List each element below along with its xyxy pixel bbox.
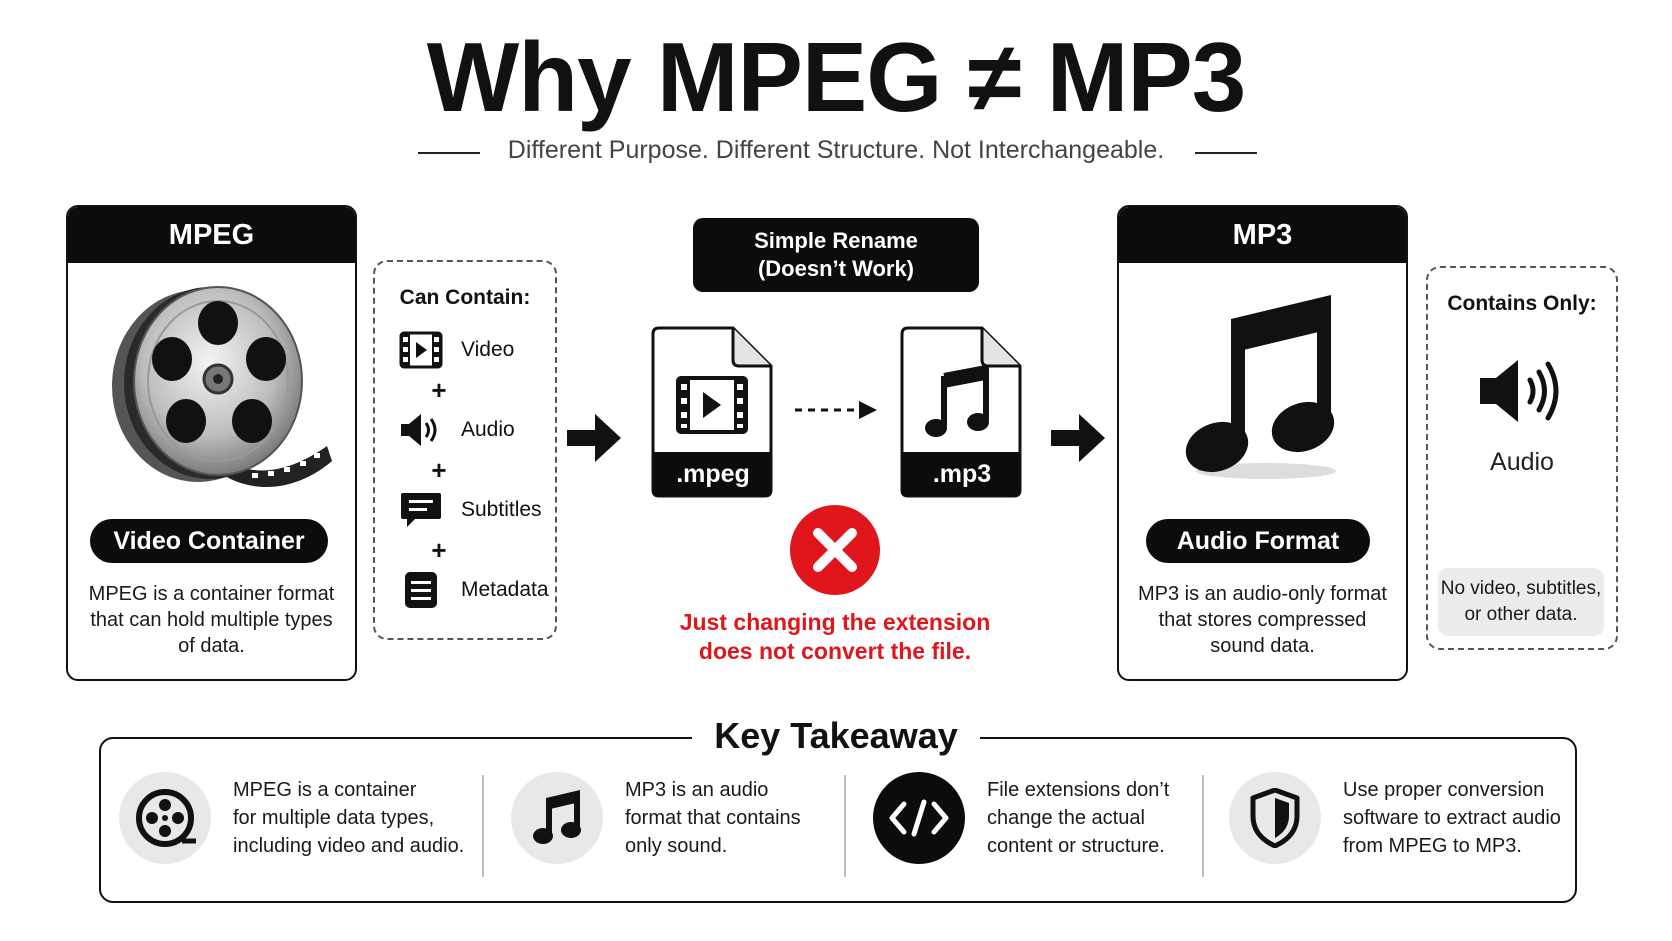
takeaway-divider (844, 775, 846, 877)
takeaway-line: File extensions don’t (987, 779, 1170, 801)
can-contain-box: Can Contain: Video + Audio + (373, 260, 557, 640)
takeaway-line: change the actual (987, 807, 1145, 829)
list-item-label: Video (461, 338, 515, 361)
takeaway-line: including video and audio. (233, 835, 465, 857)
takeaway-icon-wrap (873, 772, 965, 864)
error-x-icon (790, 505, 880, 595)
simple-rename-banner: Simple Rename (Doesn’t Work) (693, 218, 979, 292)
contains-only-heading: Contains Only: (1447, 292, 1597, 315)
mpeg-desc-line: of data. (178, 635, 245, 657)
contains-only-item: Audio (1490, 448, 1554, 476)
takeaway-line: from MPEG to MP3. (1343, 835, 1522, 857)
mpeg-desc-line: that can hold multiple types (90, 609, 333, 631)
note-line: or other data. (1464, 604, 1578, 625)
page-title: Why MPEG ≠ MP3 (426, 22, 1246, 132)
film-reel-icon (136, 789, 196, 847)
takeaway-line: for multiple data types, (233, 807, 435, 829)
list-item-video: Video (399, 330, 549, 370)
music-note-icon (1185, 295, 1336, 479)
speaker-icon (1480, 360, 1559, 422)
no-other-data-note: No video, subtitles, or other data. (1438, 568, 1604, 636)
takeaway-item-1: MPEG is a container for multiple data ty… (119, 763, 464, 873)
banner-line: (Doesn’t Work) (757, 256, 915, 281)
mpeg-file-icon (651, 326, 773, 498)
video-container-pill: Video Container (90, 519, 328, 563)
plus-separator: + (431, 455, 447, 485)
takeaway-line: software to extract audio (1343, 807, 1561, 829)
list-item-subtitles: Subtitles (399, 490, 549, 530)
audio-format-pill: Audio Format (1146, 519, 1370, 563)
takeaway-divider (482, 775, 484, 877)
arrow-right-icon (1051, 414, 1105, 462)
subtitle-rule-right (1195, 152, 1257, 154)
dashed-arrow-icon (795, 401, 877, 419)
mpeg-extension-label: .mpeg (676, 460, 750, 488)
list-item-label: Audio (461, 418, 515, 441)
mp3-desc-line: that stores compressed (1158, 609, 1367, 631)
warning-text: Just changing the extension does not con… (620, 608, 1050, 666)
code-icon (889, 799, 949, 837)
plus-separator: + (431, 375, 447, 405)
warning-line: Just changing the extension (679, 609, 991, 635)
warning-line: does not convert the file. (698, 638, 972, 664)
document-lines-icon (405, 572, 437, 608)
speech-bubble-icon (401, 493, 441, 527)
mpeg-panel-header: MPEG (68, 207, 355, 263)
mpeg-desc-line: MPEG is a container format (88, 583, 335, 605)
takeaway-line: format that contains (625, 807, 801, 829)
note-line: No video, subtitles, (1440, 578, 1602, 599)
takeaway-line: MP3 is an audio (625, 779, 769, 801)
takeaway-item-3: File extensions don’t change the actual … (873, 763, 1169, 873)
takeaway-item-4: Use proper conversion software to extrac… (1229, 763, 1561, 873)
takeaway-line: only sound. (625, 835, 728, 857)
takeaway-icon-wrap (119, 772, 211, 864)
subtitle: Different Purpose. Different Structure. … (507, 136, 1165, 164)
can-contain-heading: Can Contain: (399, 286, 531, 309)
shield-icon (1250, 788, 1300, 848)
mp3-description: MP3 is an audio-only format that stores … (1119, 581, 1406, 659)
subtitle-rule-left (418, 152, 480, 154)
key-takeaway-box: MPEG is a container for multiple data ty… (99, 737, 1577, 903)
key-takeaway-title-wrap: Key Takeaway (0, 715, 1672, 757)
takeaway-line: MPEG is a container (233, 779, 417, 801)
mp3-extension-label: .mp3 (932, 460, 992, 488)
mp3-panel-header: MP3 (1119, 207, 1406, 263)
music-note-icon (533, 790, 581, 844)
takeaway-text: MPEG is a container for multiple data ty… (233, 776, 464, 860)
mp3-file-icon (900, 326, 1022, 498)
takeaway-text: Use proper conversion software to extrac… (1343, 776, 1561, 860)
takeaway-text: MP3 is an audio format that contains onl… (625, 776, 801, 860)
key-takeaway-title: Key Takeaway (692, 715, 980, 756)
takeaway-icon-wrap (1229, 772, 1321, 864)
list-item-audio: Audio (399, 410, 549, 450)
film-reel-icon (112, 286, 332, 488)
video-icon (399, 331, 443, 369)
banner-line: Simple Rename (754, 228, 918, 253)
takeaway-icon-wrap (511, 772, 603, 864)
takeaway-line: Use proper conversion (1343, 779, 1545, 801)
takeaway-line: content or structure. (987, 835, 1165, 857)
list-item-label: Subtitles (461, 498, 542, 521)
takeaway-divider (1202, 775, 1204, 877)
mpeg-description: MPEG is a container format that can hold… (68, 581, 355, 659)
mp3-panel: MP3 Audio Format MP3 is an audio-only fo… (1117, 205, 1408, 681)
mp3-desc-line: sound data. (1210, 635, 1315, 657)
list-item-label: Metadata (461, 578, 549, 601)
plus-separator: + (431, 535, 447, 565)
takeaway-item-2: MP3 is an audio format that contains onl… (511, 763, 801, 873)
speaker-icon (401, 414, 437, 446)
mp3-desc-line: MP3 is an audio-only format (1137, 583, 1387, 605)
takeaway-text: File extensions don’t change the actual … (987, 776, 1169, 860)
contains-only-box: Contains Only: Audio No video, subtitles… (1426, 266, 1618, 650)
mpeg-panel: MPEG Video Cont (66, 205, 357, 681)
list-item-metadata: Metadata (399, 570, 549, 610)
arrow-right-icon (567, 414, 621, 462)
